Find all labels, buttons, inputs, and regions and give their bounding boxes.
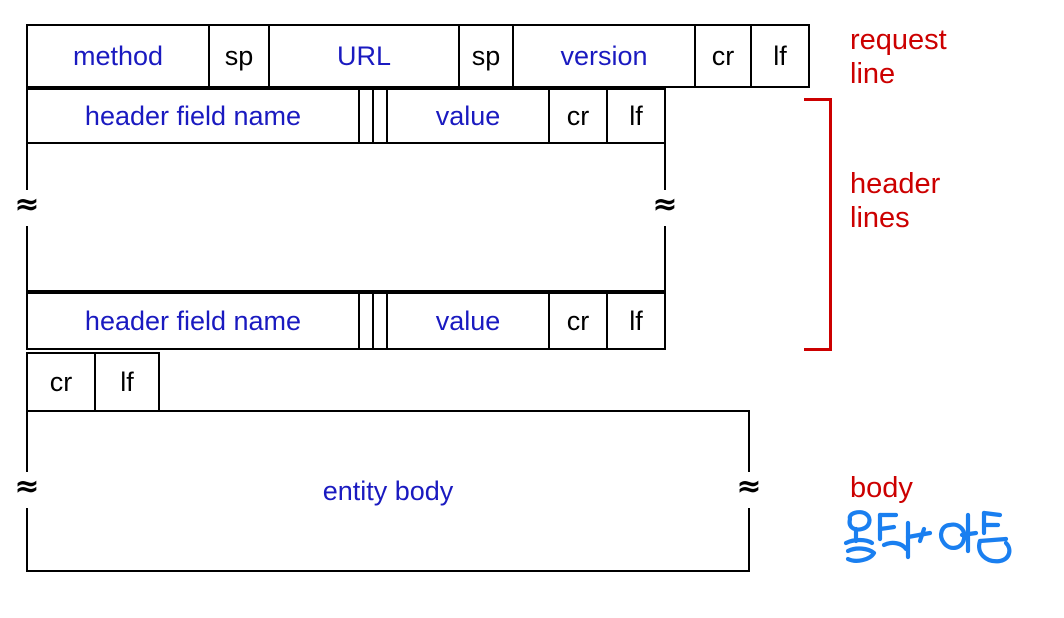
annotation-request-line: request line [850, 24, 947, 90]
entity-body-box [26, 410, 750, 572]
blank-line-cell-lf: lf [94, 352, 160, 412]
entity-body-label: entity body [322, 475, 454, 506]
brace-vertical-bar [829, 98, 832, 351]
header-line-last-cell-value: value [386, 292, 550, 350]
brace-bottom-tick [804, 348, 832, 351]
request-line-cell-sp-2: sp [458, 24, 514, 88]
annotation-body: body [850, 472, 913, 504]
request-line-cell-sp-1: sp [208, 24, 270, 88]
header-line-first-cell-lf: lf [606, 88, 666, 144]
continuation-squiggle-header-right: ≈ [650, 190, 680, 226]
header-line-last-cell-lf: lf [606, 292, 666, 350]
request-line-cell-cr: cr [694, 24, 752, 88]
header-gap-bottom-rule [26, 290, 666, 292]
header-line-first-cell-field-name: header field name [26, 88, 360, 144]
request-line-cell-method: method [26, 24, 210, 88]
request-line-cell-lf: lf [750, 24, 810, 88]
header-line-last-cell-field-name: header field name [26, 292, 360, 350]
continuation-squiggle-body-right: ≈ [734, 472, 764, 508]
request-line-cell-version: version [512, 24, 696, 88]
brace-top-tick [804, 98, 832, 101]
continuation-squiggle-body-left: ≈ [12, 472, 42, 508]
annotation-header-lines: header lines [850, 168, 941, 234]
header-lines-brace [804, 98, 832, 351]
handwritten-note [840, 505, 1020, 580]
header-line-first-cell-cr: cr [548, 88, 608, 144]
handwritten-note-strokes [843, 510, 1012, 564]
request-line-cell-url: URL [268, 24, 460, 88]
header-line-first-cell-value: value [386, 88, 550, 144]
continuation-squiggle-header-left: ≈ [12, 190, 42, 226]
blank-line-cell-cr: cr [26, 352, 96, 412]
header-gap-top-rule [26, 142, 666, 144]
header-line-last-cell-cr: cr [548, 292, 608, 350]
